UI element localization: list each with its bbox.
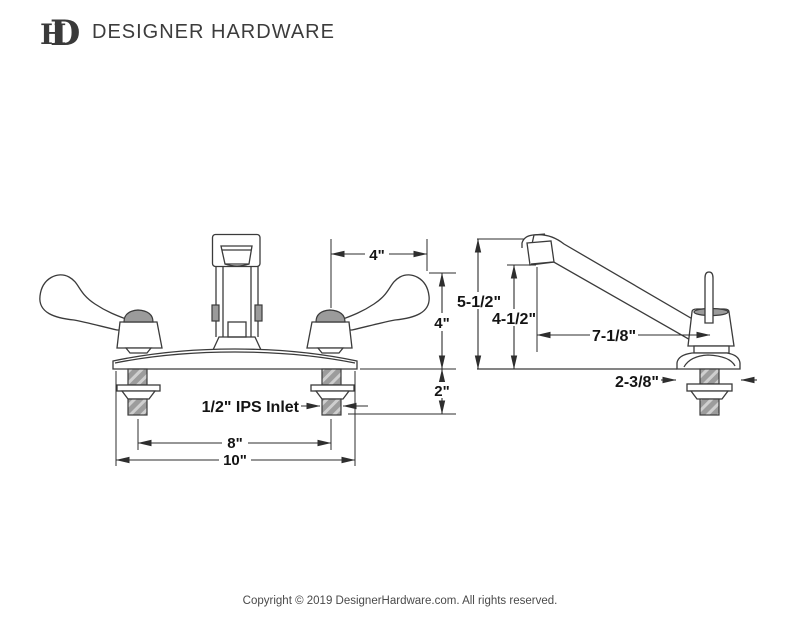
front-left-handle [39,274,163,354]
dim-side-5-5in: 5-1/2" [455,238,524,370]
dim-front-2in: 2" [348,368,456,415]
side-spout [521,233,702,342]
front-spout-column [211,233,263,351]
label-ips-inlet: 1/2" IPS Inlet [202,399,368,416]
dim-label-8in: 8" [227,435,242,452]
front-view: 4" 4" 2" 1/2" IPS Inlet [39,233,456,469]
front-left-shank [116,368,161,416]
brand-monogram-icon: H D [40,12,90,56]
dim-side-4-5in: 4-1/2" [491,264,538,370]
dim-label-2-375in: 2-3/8" [615,374,659,391]
dim-front-10in: 10" [115,371,356,469]
side-escutcheon [676,352,741,370]
dim-label-4-5in: 4-1/2" [492,311,536,328]
front-right-shank [310,368,355,416]
dim-front-8in: 8" [137,419,332,452]
copyright-text: Copyright © 2019 DesignerHardware.com. A… [242,595,558,607]
dim-label-4in-height: 4" [434,315,449,332]
dim-label-4in-top: 4" [369,247,384,264]
side-shank [686,368,733,416]
side-lever-handle [704,271,714,324]
dim-label-5-5in: 5-1/2" [457,294,501,311]
dim-label-10in: 10" [223,452,247,469]
dim-side-7-125in: 7-1/8" [536,267,711,352]
monogram-letter-h: H [40,18,67,51]
dim-label-7-125in: 7-1/8" [592,328,636,345]
front-aerator [220,245,253,265]
dim-label-2in: 2" [434,383,449,400]
side-view: 5-1/2" 4-1/2" 7-1/8" 2-3/8" [455,233,757,416]
monogram-letter-d: D [50,13,81,54]
ips-inlet-text: 1/2" IPS Inlet [202,399,300,416]
brand-name: DESIGNER HARDWARE [92,21,335,43]
side-aerator [526,240,555,266]
dim-front-4in-height: 4" [360,272,456,370]
page-header: H D DESIGNER HARDWARE [0,0,800,70]
front-right-handle [306,274,430,354]
dim-side-2-375in: 2-3/8" [615,374,757,391]
dim-front-4in-top: 4" [330,239,428,308]
front-deck-plate [112,348,358,370]
